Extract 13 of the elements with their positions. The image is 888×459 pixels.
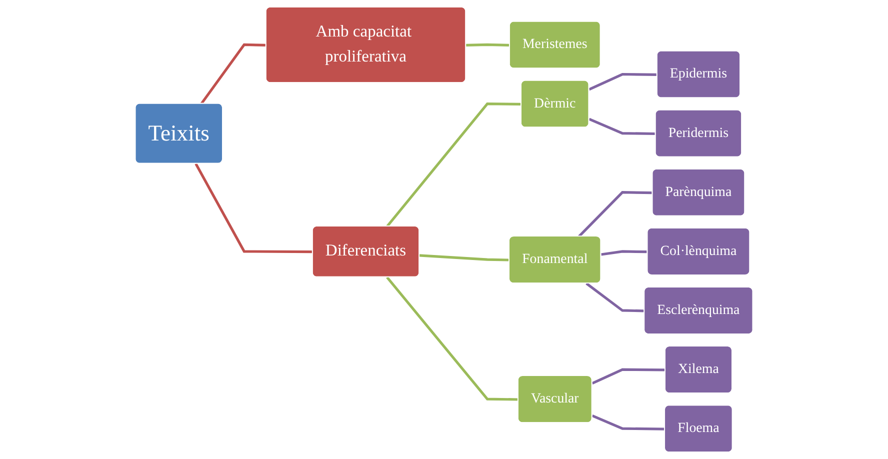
connector	[600, 250, 648, 256]
connector	[466, 43, 510, 46]
connector	[200, 43, 266, 105]
connector	[588, 118, 656, 136]
connector	[592, 368, 666, 385]
connector	[588, 72, 658, 91]
connector	[592, 414, 666, 430]
connector	[586, 282, 645, 312]
connector	[386, 102, 522, 228]
connector	[194, 163, 313, 254]
connector	[386, 276, 518, 401]
connector	[578, 191, 653, 238]
connector	[419, 254, 510, 262]
